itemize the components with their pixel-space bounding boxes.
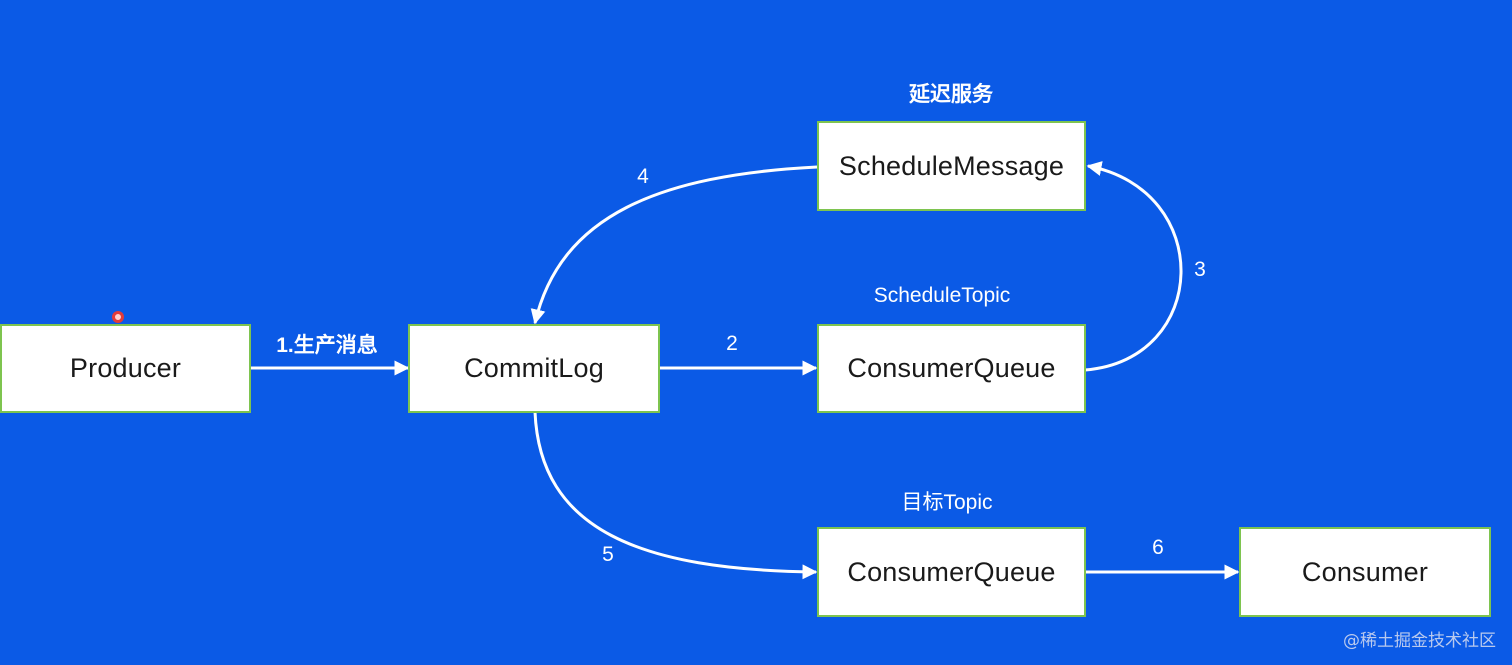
edge-label-2: 2 (726, 332, 738, 355)
cursor-dot (112, 311, 124, 323)
arrow-back-to-commitlog (530, 165, 818, 325)
arrow-to-schedule-message (1084, 161, 1183, 372)
arrow-to-target-queue (533, 411, 818, 580)
watermark: @稀土掘金技术社区 (1343, 631, 1496, 651)
schedule-topic-label: ScheduleTopic (873, 284, 1011, 307)
target-topic-label: 目标Topic (901, 491, 993, 514)
commitlog-box: CommitLog (408, 324, 660, 413)
schedule-message-box: ScheduleMessage (817, 121, 1086, 211)
edge-label-6: 6 (1152, 536, 1164, 559)
edge-label-4: 4 (637, 165, 649, 188)
target-consumer-queue-box: ConsumerQueue (817, 527, 1086, 617)
consumer-box: Consumer (1239, 527, 1491, 617)
edge-label-1: 1.生产消息 (276, 334, 378, 357)
schedule-consumer-queue-box: ConsumerQueue (817, 324, 1086, 413)
producer-box: Producer (0, 324, 251, 413)
edge-label-3: 3 (1194, 258, 1206, 281)
delay-service-label: 延迟服务 (909, 83, 993, 106)
edge-label-5: 5 (602, 543, 614, 566)
